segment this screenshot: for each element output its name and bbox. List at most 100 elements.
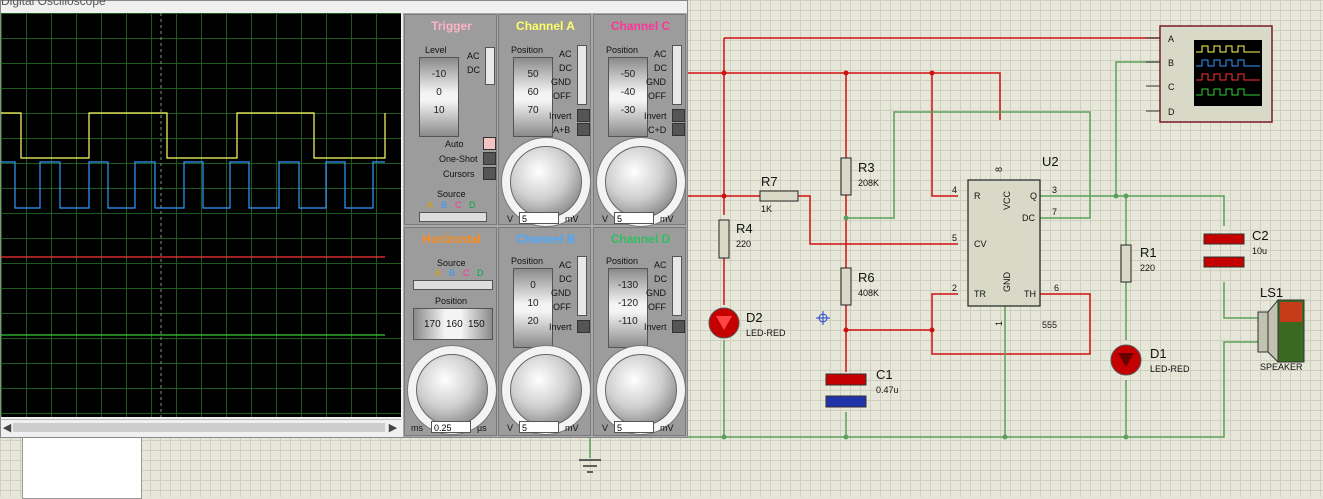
a-plus-b-button[interactable] bbox=[577, 123, 590, 136]
horizontal-scrollbar[interactable]: ◀ ▶ bbox=[1, 419, 401, 436]
label-R7: R7 bbox=[761, 174, 778, 189]
label-R4: R4 bbox=[736, 221, 753, 236]
svg-text:LED-RED: LED-RED bbox=[746, 328, 786, 338]
channel-b-invert-button[interactable] bbox=[577, 320, 590, 333]
scroll-thumb[interactable] bbox=[13, 423, 385, 432]
scroll-left-icon[interactable]: ◀ bbox=[2, 422, 12, 434]
svg-text:SPEAKER: SPEAKER bbox=[1260, 362, 1303, 372]
speaker-LS1 bbox=[1257, 298, 1305, 364]
label-R3: R3 bbox=[858, 160, 875, 175]
label-R1: R1 bbox=[1140, 245, 1157, 260]
svg-text:1K: 1K bbox=[761, 204, 772, 214]
svg-text:3: 3 bbox=[1052, 185, 1057, 195]
scope-display bbox=[1, 13, 401, 417]
crosshair-icon bbox=[816, 311, 830, 325]
red-wires bbox=[686, 37, 1160, 372]
resistor-R6 bbox=[840, 267, 852, 306]
svg-text:TH: TH bbox=[1024, 289, 1036, 299]
one-shot-button[interactable] bbox=[483, 152, 496, 165]
channel-d-invert-button[interactable] bbox=[672, 320, 685, 333]
auto-button[interactable] bbox=[483, 137, 496, 150]
svg-text:0.47u: 0.47u bbox=[876, 385, 899, 395]
horizontal-position-drum[interactable]: 170 160 150 bbox=[413, 308, 493, 340]
channel-a-invert-button[interactable] bbox=[577, 109, 590, 122]
svg-text:2: 2 bbox=[952, 283, 957, 293]
ground-symbol bbox=[579, 459, 601, 473]
svg-text:555: 555 bbox=[1042, 320, 1057, 330]
horizontal-scale-value[interactable]: 0.25 bbox=[431, 421, 471, 433]
trace-b bbox=[1, 161, 385, 209]
svg-text:B: B bbox=[1168, 58, 1174, 68]
trace-a bbox=[1, 112, 386, 159]
scroll-right-icon[interactable]: ▶ bbox=[388, 422, 398, 434]
svg-text:CV: CV bbox=[974, 239, 987, 249]
svg-text:C: C bbox=[1168, 82, 1175, 92]
svg-text:1: 1 bbox=[994, 321, 1004, 326]
svg-text:GND: GND bbox=[1002, 272, 1012, 293]
svg-text:220: 220 bbox=[1140, 263, 1155, 273]
svg-text:R: R bbox=[974, 191, 981, 201]
trigger-source-slider[interactable] bbox=[419, 212, 487, 222]
svg-text:Q: Q bbox=[1030, 191, 1037, 201]
svg-text:TR: TR bbox=[974, 289, 986, 299]
oscilloscope-window[interactable]: Digital Oscilloscope ◀ ▶ Trigger Level -… bbox=[0, 0, 688, 438]
trigger-coupling-switch[interactable] bbox=[485, 47, 495, 85]
svg-text:A: A bbox=[1168, 34, 1174, 44]
resistor-R4 bbox=[718, 219, 730, 259]
channel-d-volts-knob[interactable] bbox=[605, 354, 677, 426]
label-D2: D2 bbox=[746, 310, 763, 325]
channel-c-coupling-switch[interactable] bbox=[672, 45, 682, 105]
channel-a-coupling-switch[interactable] bbox=[577, 45, 587, 105]
channel-c-volts-knob[interactable] bbox=[605, 146, 677, 218]
svg-text:DC: DC bbox=[1022, 213, 1035, 223]
channel-d-position-drum[interactable]: -130-120-110 bbox=[608, 268, 648, 348]
label-U2: U2 bbox=[1042, 154, 1059, 169]
channel-d-coupling-switch[interactable] bbox=[672, 256, 682, 316]
svg-text:8: 8 bbox=[994, 167, 1004, 172]
label-LS1: LS1 bbox=[1260, 285, 1283, 300]
capacitor-C1 bbox=[825, 373, 867, 408]
green-wires bbox=[589, 61, 1262, 458]
svg-text:4: 4 bbox=[952, 185, 957, 195]
svg-text:208K: 208K bbox=[858, 178, 879, 188]
channel-c-position-drum[interactable]: -50-40-30 bbox=[608, 57, 648, 137]
channel-a-volts-knob[interactable] bbox=[510, 146, 582, 218]
channel-a-scale-value[interactable]: 5 bbox=[519, 212, 559, 224]
trigger-title: Trigger bbox=[431, 19, 472, 33]
channel-c-section: Channel C Position -50-40-30 AC DC GND O… bbox=[593, 14, 686, 227]
channel-b-coupling-switch[interactable] bbox=[577, 256, 587, 316]
channel-d-scale-value[interactable]: 5 bbox=[614, 421, 654, 433]
label-D1: D1 bbox=[1150, 346, 1167, 361]
label-R6: R6 bbox=[858, 270, 875, 285]
resistor-R3 bbox=[840, 157, 852, 196]
svg-text:6: 6 bbox=[1054, 283, 1059, 293]
capacitor-C2 bbox=[1203, 233, 1245, 268]
channel-b-volts-knob[interactable] bbox=[510, 354, 582, 426]
horizontal-source-slider[interactable] bbox=[413, 280, 493, 290]
svg-text:LED-RED: LED-RED bbox=[1150, 364, 1190, 374]
svg-text:408K: 408K bbox=[858, 288, 879, 298]
c-plus-d-button[interactable] bbox=[672, 123, 685, 136]
svg-text:7: 7 bbox=[1052, 207, 1057, 217]
blank-panel bbox=[22, 436, 142, 499]
horizontal-section: Horizontal Source A B C D Position 170 1… bbox=[404, 227, 497, 436]
horizontal-time-knob[interactable] bbox=[416, 354, 488, 426]
channel-c-invert-button[interactable] bbox=[672, 109, 685, 122]
svg-text:220: 220 bbox=[736, 239, 751, 249]
label-C2: C2 bbox=[1252, 228, 1269, 243]
channel-c-scale-value[interactable]: 5 bbox=[614, 212, 654, 224]
svg-text:10u: 10u bbox=[1252, 246, 1267, 256]
svg-text:5: 5 bbox=[952, 233, 957, 243]
window-title: Digital Oscilloscope bbox=[1, 0, 106, 8]
cursors-button[interactable] bbox=[483, 167, 496, 180]
channel-b-scale-value[interactable]: 5 bbox=[519, 421, 559, 433]
resistor-R7 bbox=[759, 190, 799, 202]
